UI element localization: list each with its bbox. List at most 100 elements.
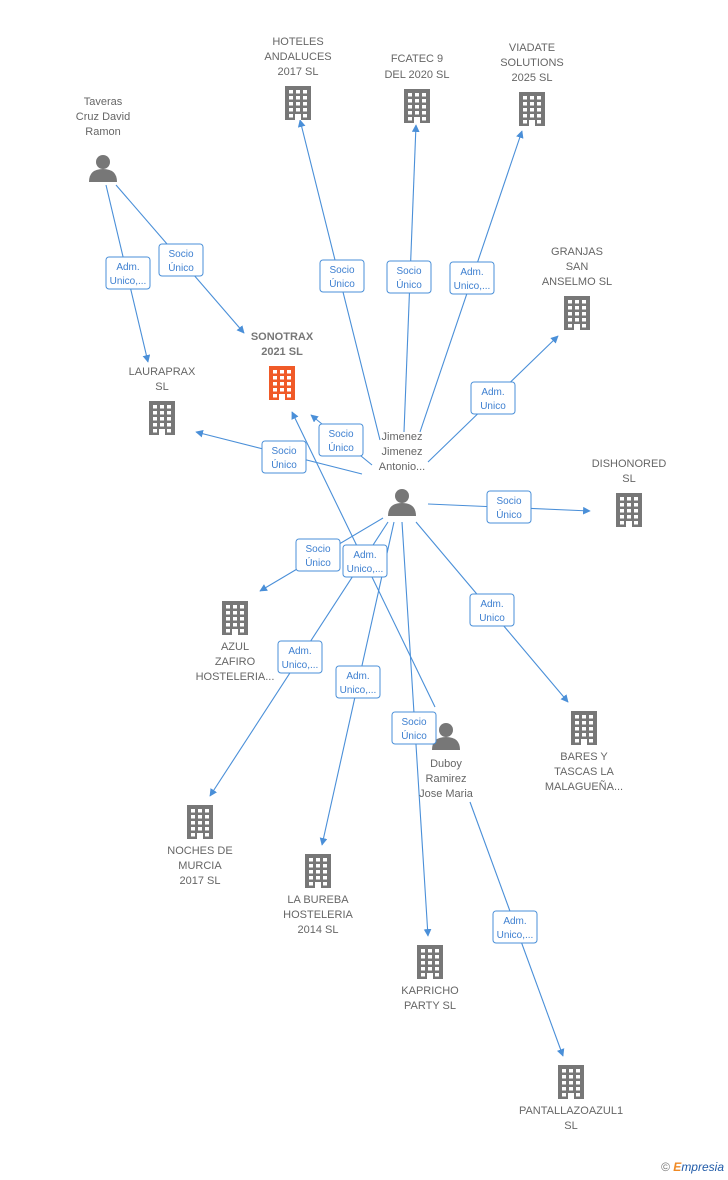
node-label: HOSTELERIA... — [196, 671, 275, 683]
relation-label-text: Adm. — [481, 387, 504, 398]
node-label: Ramirez — [426, 773, 467, 785]
building-icon — [417, 945, 443, 979]
relation-label-text: Adm. — [288, 646, 311, 657]
relation-label[interactable]: Adm. Unico,... — [335, 665, 381, 699]
relation-label-text: Adm. — [503, 916, 526, 927]
node-label: DEL 2020 SL — [384, 69, 449, 81]
building-icon — [305, 854, 331, 888]
brand-initial: E — [673, 1160, 682, 1174]
node-jimenez[interactable]: JimenezJimenezAntonio... — [379, 431, 425, 516]
node-label: TASCAS LA — [554, 766, 614, 778]
node-label: DISHONORED — [592, 458, 667, 470]
relation-label-text: Socio — [271, 446, 296, 457]
node-label: 2017 SL — [278, 66, 319, 78]
relation-label-text: Unico,... — [347, 564, 384, 575]
node-label: SL — [155, 381, 168, 393]
person-icon — [388, 489, 416, 516]
relation-label[interactable]: Adm. Unico,... — [277, 640, 323, 674]
person-icon — [432, 723, 460, 750]
relation-label[interactable]: Adm. Unico,... — [342, 544, 388, 578]
relation-label[interactable]: Adm. Unico,... — [105, 256, 151, 290]
relation-label-text: Único — [401, 729, 427, 742]
relation-label[interactable]: Adm.Unico — [469, 593, 515, 627]
relation-label[interactable]: Adm.Unico — [470, 381, 516, 415]
node-label: HOTELES — [272, 36, 323, 48]
node-label: SL — [564, 1120, 577, 1132]
relation-label-text: Socio — [305, 544, 330, 555]
relation-label-text: Socio — [496, 496, 521, 507]
relation-label-text: Adm. — [353, 550, 376, 561]
building-icon — [564, 296, 590, 330]
node-dishonored[interactable]: DISHONORED SL — [592, 458, 667, 527]
node-label: Duboy — [430, 758, 462, 770]
node-label: SAN — [566, 261, 589, 273]
node-label: Antonio... — [379, 461, 425, 473]
relation-label[interactable]: Adm. Unico,... — [492, 910, 538, 944]
building-icon — [404, 89, 430, 123]
relation-label-text: Único — [305, 556, 331, 569]
relation-label-text: Adm. — [480, 599, 503, 610]
relation-label-text: Socio — [401, 717, 426, 728]
relation-label-text: Unico,... — [497, 930, 534, 941]
node-label: LA BUREBA — [287, 894, 349, 906]
relation-label-text: Unico,... — [282, 660, 319, 671]
relation-label-box — [486, 490, 532, 524]
relation-label-box — [319, 259, 365, 293]
relation-label-text: Único — [396, 278, 422, 291]
relation-label-text: Único — [329, 277, 355, 290]
building-icon — [269, 366, 295, 400]
brand-name: mpresia — [681, 1160, 724, 1174]
relation-label-text: Unico,... — [340, 685, 377, 696]
copyright-icon: © — [661, 1160, 670, 1174]
node-azul[interactable]: AZULZAFIROHOSTELERIA... — [196, 601, 275, 683]
relation-label-box — [158, 243, 204, 277]
building-icon — [519, 92, 545, 126]
node-label: Jimenez — [382, 446, 423, 458]
relation-label-text: Socio — [328, 429, 353, 440]
building-icon — [222, 601, 248, 635]
node-label: Taveras — [84, 96, 123, 108]
empresia-logo: © Empresia — [661, 1160, 724, 1174]
node-label: PARTY SL — [404, 1000, 456, 1012]
relation-label-text: Único — [271, 458, 297, 471]
node-label: 2025 SL — [512, 72, 553, 84]
node-label: SL — [622, 473, 635, 485]
relation-label-text: Unico,... — [110, 276, 147, 287]
node-fcatec[interactable]: FCATEC 9 DEL 2020 SL — [384, 53, 450, 123]
node-label: VIADATE — [509, 42, 555, 54]
relation-label-text: Único — [496, 508, 522, 521]
node-label: SONOTRAX — [251, 331, 314, 343]
node-label: 2014 SL — [298, 924, 339, 936]
node-viadate[interactable]: VIADATE SOLUTIONS 2025 SL — [500, 42, 564, 126]
relation-label[interactable]: Adm.Unico,... — [449, 261, 495, 295]
person-icon — [89, 155, 117, 182]
relation-label-text: Adm. — [116, 262, 139, 273]
relation-label-box — [470, 381, 516, 415]
node-label: NOCHES DE — [167, 845, 232, 857]
relation-label-box — [492, 910, 538, 944]
node-label: FCATEC 9 — [391, 53, 443, 65]
node-label: SOLUTIONS — [500, 57, 564, 69]
relation-label-text: Adm. — [346, 671, 369, 682]
relation-label-box — [449, 261, 495, 295]
